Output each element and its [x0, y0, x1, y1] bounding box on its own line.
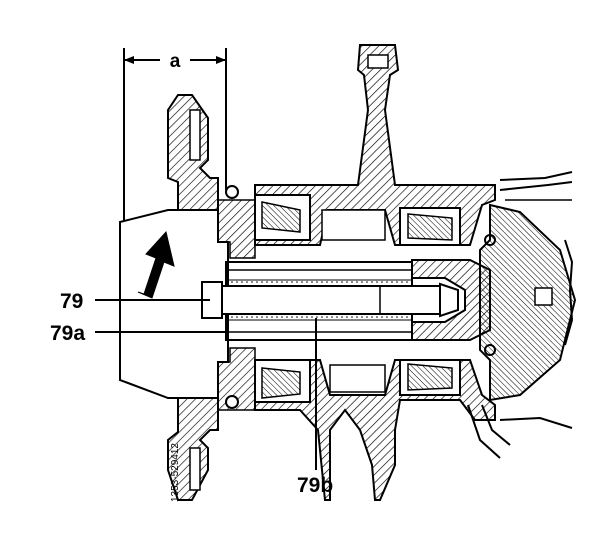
figure-code: 1353-529412 [170, 443, 181, 502]
direction-arrow [137, 230, 175, 299]
callout-79a: 79a [50, 322, 85, 345]
wheel-flange [167, 94, 219, 501]
bearings [225, 185, 496, 409]
dimension-a-label: a [170, 51, 181, 72]
callout-79b: 79b [297, 474, 333, 497]
axle-bolt [201, 261, 459, 341]
wheel-hub [119, 199, 256, 411]
cv-joint-housing [411, 171, 577, 459]
callout-79: 79 [60, 290, 83, 313]
